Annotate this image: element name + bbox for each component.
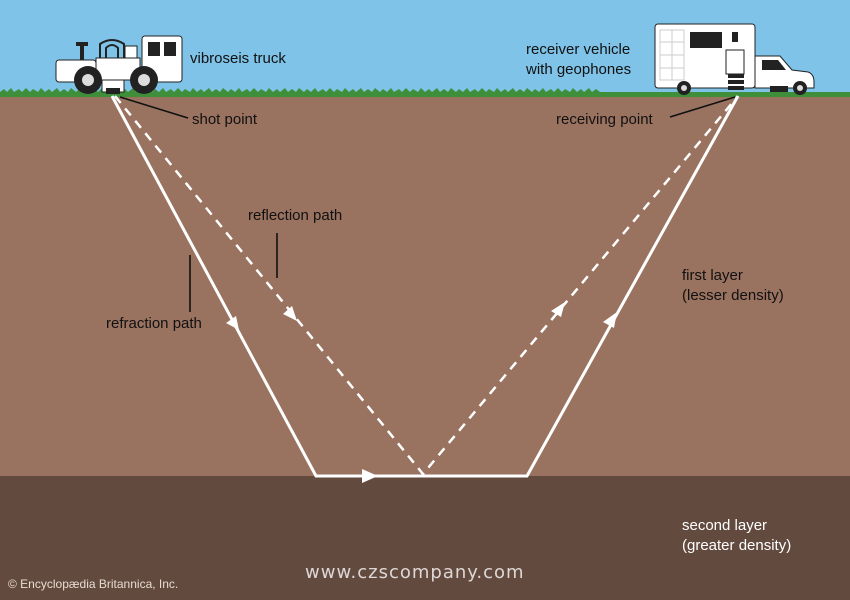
second-layer-label-line1: second layer (682, 517, 768, 534)
shot-point-label: shot point (192, 111, 258, 128)
first-layer-label-line2: (lesser density) (682, 287, 784, 304)
watermark: www.czscompany.com (305, 562, 525, 583)
shot-point-leader (119, 96, 189, 119)
reflection-arrow-up (551, 302, 565, 317)
second-layer-label-line2: (greater density) (682, 537, 792, 554)
refraction-arrow-up (603, 312, 617, 328)
receiving-point-leader (669, 96, 736, 118)
vibroseis-truck-icon (55, 35, 183, 94)
copyright-credit: © Encyclopædia Britannica, Inc. (8, 577, 179, 591)
reflection-arrow-down (283, 306, 297, 321)
refraction-arrow-down (226, 316, 239, 330)
first-layer-label-line1: first layer (682, 267, 743, 284)
refraction-path-label: refraction path (106, 315, 202, 332)
second-layer (0, 476, 850, 600)
leader-lines (119, 96, 736, 312)
reflection-path (114, 95, 739, 476)
first-layer (0, 95, 850, 477)
reflection-path-label: reflection path (248, 207, 343, 224)
receiver-vehicle-icon (654, 23, 815, 95)
refraction-arrow-right (362, 469, 378, 483)
receiving-point-label: receiving point (556, 111, 653, 128)
receiver-vehicle-label-line2: with geophones (526, 61, 632, 78)
refraction-path (110, 95, 740, 483)
vibroseis-truck-label: vibroseis truck (190, 50, 286, 67)
receiver-vehicle-label-line1: receiver vehicle (526, 41, 631, 58)
